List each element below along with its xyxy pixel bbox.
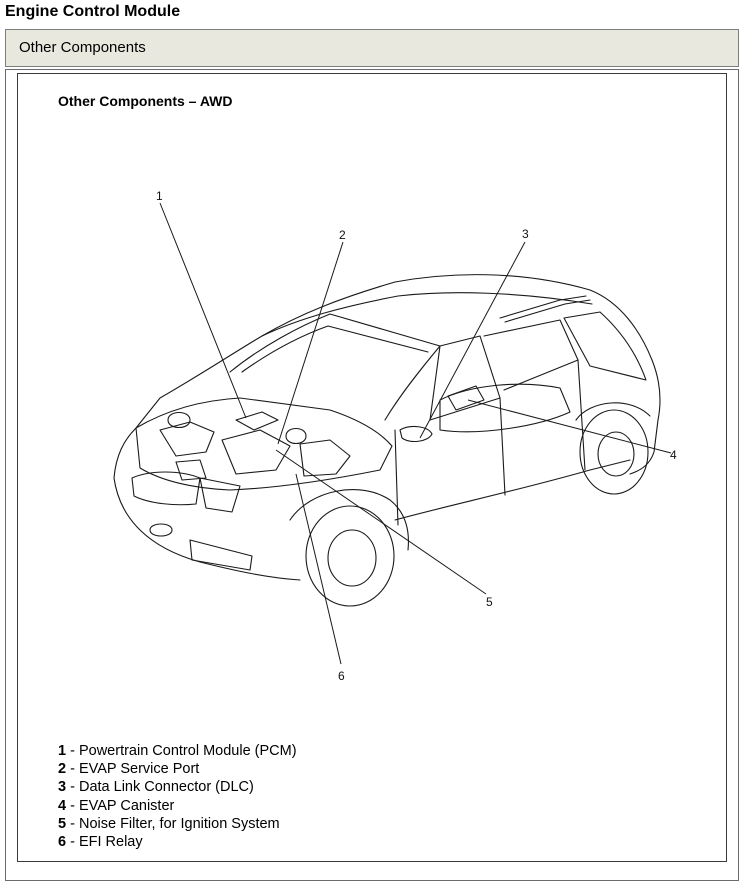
legend-number: 4 [58, 797, 67, 814]
legend-item: 5 - Noise Filter, for Ignition System [58, 815, 280, 832]
legend-number: 5 [58, 815, 67, 832]
body-outline [113, 274, 661, 479]
legend-item: 6 - EFI Relay [58, 834, 143, 851]
callouts: 1 2 3 4 5 6 [156, 189, 677, 683]
door-line [394, 359, 586, 526]
legend-label: Powertrain Control Module (PCM) [78, 743, 297, 759]
headlamp [199, 477, 241, 513]
section-header: Other Components [5, 29, 739, 67]
leader-line-1 [159, 202, 247, 419]
strut-tower [167, 411, 307, 445]
legend-item: 4 - EVAP Canister [58, 797, 175, 814]
legend-label: Noise Filter, for Ignition System [78, 815, 280, 832]
engine-bay-parts [159, 421, 351, 481]
front-wheel-arch [289, 489, 409, 551]
front-wheel [305, 505, 395, 607]
leader-line-6 [295, 473, 342, 665]
windshield [229, 313, 441, 421]
rocker-panel [394, 459, 631, 521]
legend-number: 6 [58, 834, 67, 851]
leader-line-4 [467, 399, 672, 454]
page-title: Engine Control Module [5, 3, 181, 20]
callout-2: 2 [339, 228, 346, 242]
legend-label: EVAP Canister [78, 797, 175, 814]
roof-line [261, 292, 593, 337]
leader-line-2 [277, 241, 344, 445]
legend-item: 3 - Data Link Connector (DLC) [58, 779, 254, 796]
leader-lines [159, 202, 672, 665]
mirror [399, 425, 433, 443]
callout-3: 3 [522, 227, 529, 241]
grille [131, 471, 201, 506]
canister [447, 385, 485, 411]
legend-number: 1 [58, 743, 67, 759]
legend-number: 2 [58, 761, 67, 778]
rear-wheel [579, 409, 649, 495]
section-header-label: Other Components [19, 39, 146, 56]
fuel-tank [439, 383, 571, 433]
legend-label: EVAP Service Port [78, 761, 200, 778]
legend-label: Data Link Connector (DLC) [78, 779, 254, 796]
front-wheel-hub [327, 529, 377, 587]
hood-opening [135, 397, 393, 491]
front-fascia [113, 477, 301, 581]
figure-inner-frame [17, 73, 727, 862]
roof-rail [499, 295, 591, 323]
fog-lamp [149, 523, 173, 537]
callout-6: 6 [338, 669, 345, 683]
callout-4: 4 [670, 448, 677, 462]
legend-number: 3 [58, 779, 67, 796]
rear-door-window [483, 319, 579, 391]
windshield-inner [241, 325, 429, 373]
vehicle-line-drawing [113, 274, 661, 607]
figure-title: Other Components – AWD [58, 93, 233, 109]
callout-1: 1 [156, 189, 163, 203]
legend-label: EFI Relay [78, 834, 143, 851]
pcm-box [235, 411, 279, 431]
rear-wheel-hub [597, 431, 635, 477]
lower-grille [189, 539, 253, 571]
leader-line-3 [419, 241, 526, 439]
component-legend: 1 - Powertrain Control Module (PCM) 2 - … [58, 742, 297, 851]
legend-item: 1 - Powertrain Control Module (PCM) [58, 743, 297, 759]
legend-item: 2 - EVAP Service Port [58, 761, 200, 778]
leader-line-5 [275, 449, 487, 595]
rear-quarter-window [563, 311, 647, 381]
callout-5: 5 [486, 595, 493, 609]
rear-wheel-arch [575, 402, 651, 421]
